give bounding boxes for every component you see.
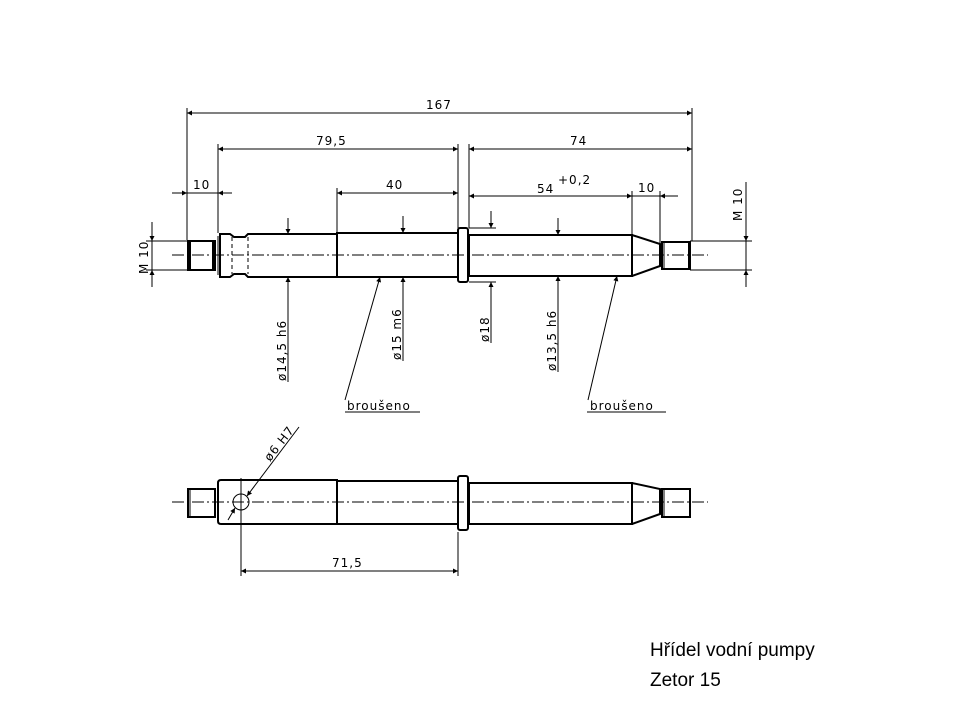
- dim-right-shaft-diameter: ø13,5 h6: [545, 310, 559, 371]
- dim-right-section: 74: [570, 134, 587, 148]
- dim-left-thread: M 10: [137, 241, 151, 274]
- dim-taper-length: 10: [638, 181, 655, 195]
- dim-ground-seat-length: 40: [386, 178, 403, 192]
- dim-collar-diameter: ø18: [478, 316, 492, 342]
- drawing-title: Hřídel vodní pumpy: [650, 640, 815, 661]
- dim-left-thread-length: 10: [193, 178, 210, 192]
- top-view-shaft: [172, 227, 708, 283]
- note-ground-right: broušeno: [590, 399, 654, 413]
- dimension-lines: [149, 110, 749, 413]
- bottom-view-shaft: [172, 426, 708, 576]
- dim-left-section: 79,5: [316, 134, 347, 148]
- dim-hole-diameter: ø6 H7: [261, 423, 297, 463]
- dim-ground-seat-diameter: ø15 m6: [390, 308, 404, 360]
- dim-right-shaft-length: 54: [537, 182, 554, 196]
- dim-hole-position: 71,5: [332, 556, 363, 570]
- dim-overall-length: 167: [426, 98, 452, 112]
- extension-lines: [146, 108, 752, 283]
- drawing-subtitle: Zetor 15: [650, 670, 721, 691]
- dim-right-shaft-tolerance: +0,2: [558, 173, 591, 187]
- dim-right-thread: M 10: [731, 188, 745, 221]
- note-ground-left: broušeno: [347, 399, 411, 413]
- bottom-view-texts: ø6 H7 71,5: [261, 423, 363, 570]
- dim-left-shaft-diameter: ø14,5 h6: [275, 320, 289, 381]
- dimension-texts: 167 79,5 74 10 40 54 +0,2 10 M 10 M 10 ø…: [137, 98, 745, 413]
